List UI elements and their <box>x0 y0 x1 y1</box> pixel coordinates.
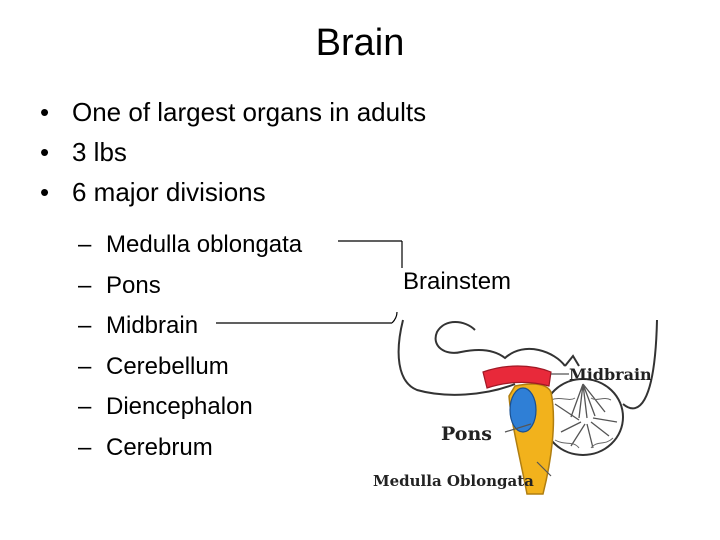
slide-title: Brain <box>315 22 405 64</box>
outline-notch <box>564 354 580 367</box>
brainstem-diagram: Midbrain Pons Medulla Oblongata <box>373 319 658 495</box>
bullet-list: •One of largest organs in adults •3 lbs … <box>40 92 426 212</box>
bullet-marker: • <box>40 97 50 127</box>
medulla-diagram-label: Medulla Oblongata <box>373 472 534 490</box>
sub-bullet-marker: – <box>78 312 92 339</box>
brainstem-label: Brainstem <box>403 268 512 295</box>
sub-bullet-text: Midbrain <box>106 312 199 339</box>
bullet-text: One of largest organs in adults <box>72 97 427 127</box>
sub-bullet-marker: – <box>78 352 92 380</box>
cerebellum-drawing <box>542 378 624 456</box>
pons-shape <box>509 387 537 433</box>
pons-diagram-label: Pons <box>441 423 492 445</box>
sub-bullet-list: –Medulla oblongata –Pons –Midbrain –Cere… <box>78 225 302 468</box>
sub-bullet-item: –Midbrain <box>78 306 302 347</box>
pons-leader-line <box>504 423 532 433</box>
bullet-marker: • <box>40 137 50 167</box>
bullet-text: 6 major divisions <box>72 177 266 207</box>
bracket-bottom-tick <box>391 311 398 324</box>
medulla-leader-line <box>536 461 552 477</box>
sub-bullet-item: –Cerebrum <box>78 428 302 469</box>
sub-bullet-marker: – <box>78 393 92 420</box>
midbrain-shape <box>482 365 552 389</box>
midbrain-diagram-label: Midbrain <box>569 365 652 384</box>
bullet-item: • 6 major divisions <box>40 172 426 212</box>
bullet-item: • One of largest organs in adults <box>40 92 426 132</box>
sub-bullet-text: Diencephalon <box>106 393 253 420</box>
sub-bullet-marker: – <box>78 433 92 461</box>
diencephalon-outline <box>434 321 566 367</box>
cerebellum-outline <box>622 319 658 410</box>
sub-bullet-item: –Medulla oblongata <box>78 225 302 266</box>
bullet-item: • 3 lbs <box>40 132 426 172</box>
bullet-marker: • <box>40 177 50 207</box>
sub-bullet-item: –Cerebellum <box>78 347 302 388</box>
sub-bullet-marker: – <box>78 231 92 258</box>
sub-bullet-text: Pons <box>106 271 161 299</box>
sub-bullet-text: Cerebellum <box>106 352 229 380</box>
bullet-text: 3 lbs <box>72 137 127 167</box>
cerebrum-outline <box>397 319 516 396</box>
sub-bullet-item: –Pons <box>78 266 302 307</box>
sub-bullet-item: –Diencephalon <box>78 387 302 428</box>
sub-bullet-text: Cerebrum <box>106 433 213 461</box>
sub-bullet-marker: – <box>78 271 92 299</box>
sub-bullet-text: Medulla oblongata <box>106 231 303 258</box>
